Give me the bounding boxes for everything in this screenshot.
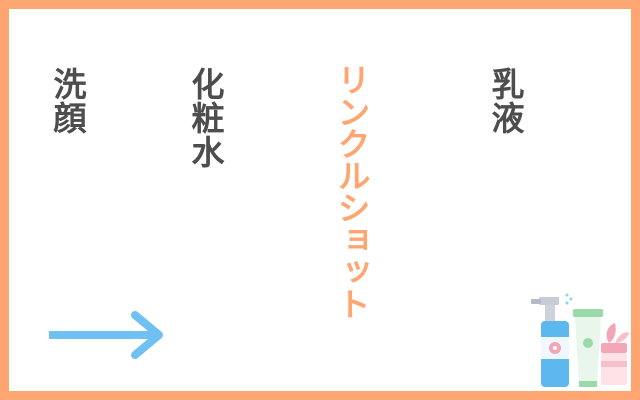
- skincare-bottles-illustration: [531, 293, 629, 387]
- step-toner: 化粧水: [186, 67, 225, 169]
- step-face-wash: 洗顔: [48, 67, 87, 135]
- right-arrow-icon: [49, 311, 163, 359]
- step-wrinkle-shot: リンクルショット: [332, 63, 371, 319]
- step-emulsion: 乳液: [486, 67, 525, 135]
